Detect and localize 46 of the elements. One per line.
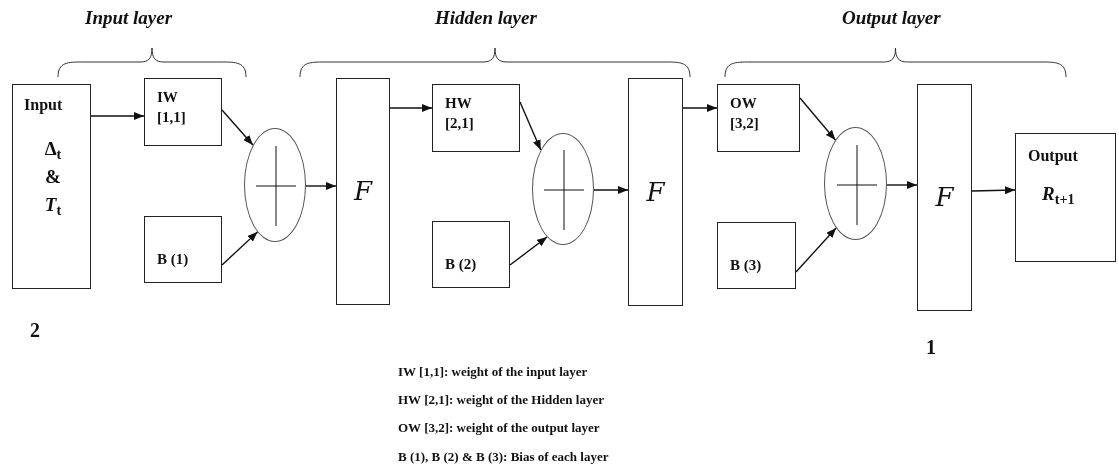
input-box (12, 84, 91, 289)
bias-label: B (2) (445, 255, 477, 274)
number-label: 2 (30, 318, 40, 343)
legend-note: HW [2,1]: weight of the Hidden layer (398, 391, 604, 409)
function-symbol: F (646, 175, 665, 209)
weight-label: IW [1,1] (157, 88, 187, 127)
bias-box (144, 216, 222, 283)
weight-label: HW [2,1] (445, 94, 475, 133)
bias-box (432, 221, 510, 288)
bias-box (717, 222, 796, 289)
output-box (1015, 133, 1116, 262)
arrow (221, 231, 259, 266)
function-symbol: F (935, 181, 954, 214)
math-symbol: Δ$_{t}$ & T$_{t}$ (43, 137, 63, 219)
weight-box (717, 84, 800, 152)
arrow (593, 186, 629, 194)
weight-label: OW [3,2] (730, 94, 760, 133)
legend-note: B (1), B (2) & B (3): Bias of each layer (398, 448, 609, 466)
arrow (519, 101, 542, 151)
box-heading: Output (1028, 146, 1078, 167)
activation-box (336, 78, 390, 305)
bias-label: B (1) (157, 250, 189, 269)
function-symbol: F (353, 175, 372, 208)
arrow (389, 104, 433, 112)
activation-box (917, 84, 972, 311)
arrow (682, 104, 718, 112)
activation-box (628, 78, 683, 306)
arrow (221, 109, 254, 146)
layer-title: Output layer (842, 6, 941, 30)
weight-box (144, 78, 222, 146)
layer-title: Hidden layer (435, 6, 537, 30)
arrow (90, 112, 145, 120)
arrow (971, 186, 1016, 195)
weight-box (432, 84, 520, 152)
arrow (886, 181, 918, 189)
legend-note: IW [1,1]: weight of the input layer (398, 363, 588, 381)
box-heading: Input (24, 95, 63, 116)
bias-label: B (3) (730, 256, 762, 275)
math-symbol: R$_{t+1}$ (1042, 182, 1075, 208)
arrow (795, 227, 837, 273)
arrow (799, 97, 837, 141)
layer-title: Input layer (85, 6, 173, 30)
arrow (305, 182, 337, 190)
arrow (509, 236, 548, 266)
number-label: 1 (926, 335, 936, 360)
legend-note: OW [3,2]: weight of the output layer (398, 419, 600, 437)
